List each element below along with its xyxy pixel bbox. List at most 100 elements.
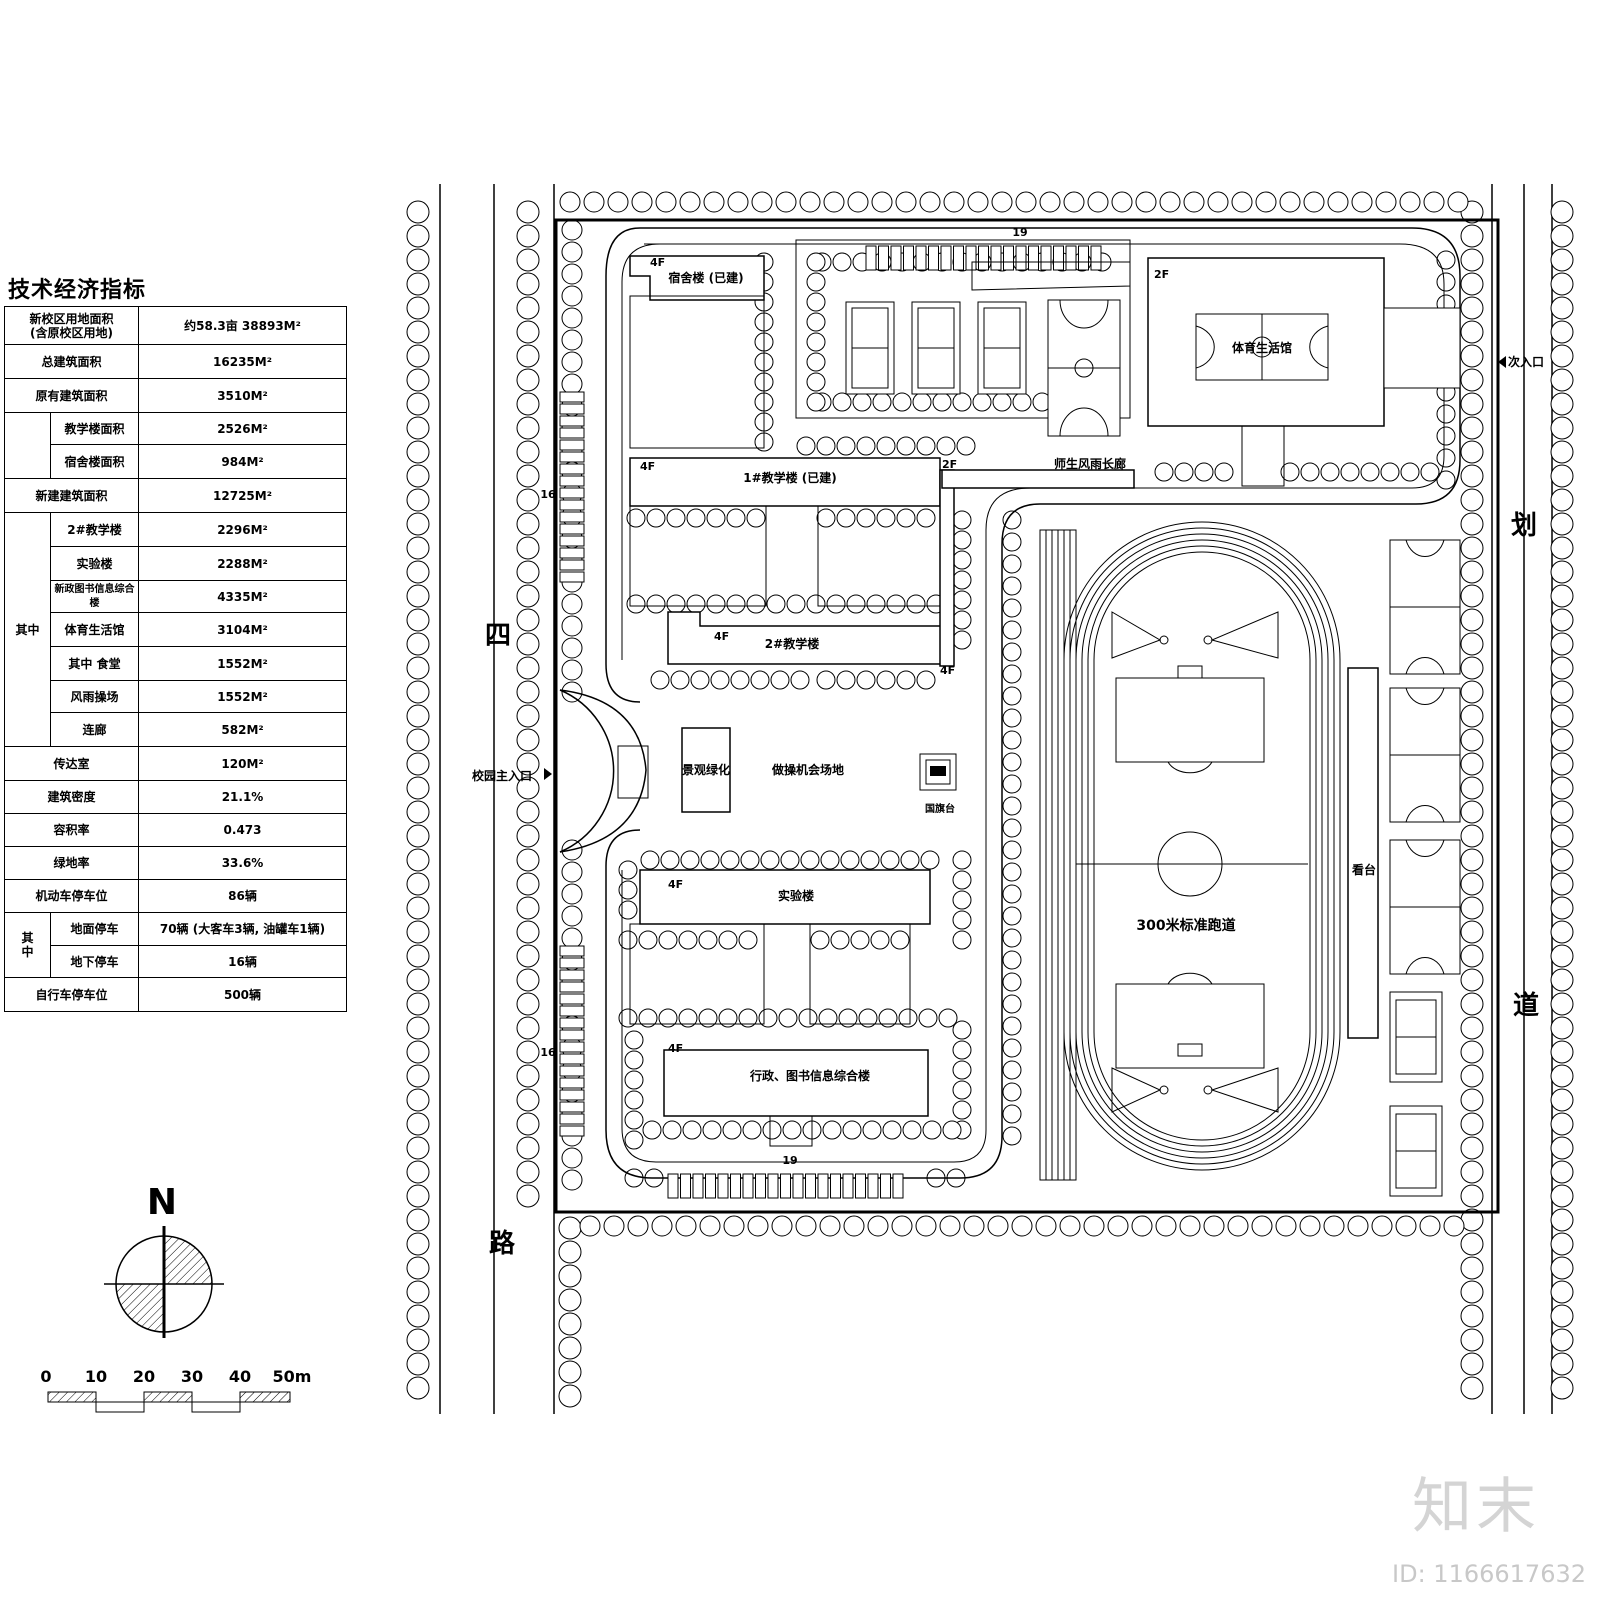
tree-icon: [1460, 800, 1484, 824]
tree-icon: [1155, 1215, 1177, 1237]
tree-icon: [1550, 368, 1574, 392]
tree-icon: [1011, 1215, 1033, 1237]
tree-icon: [624, 1110, 644, 1130]
dorm-label: 宿舍楼 (已建): [668, 270, 743, 285]
parking-stall: [559, 1017, 585, 1029]
tree-icon: [1351, 191, 1373, 213]
parking-stall: [805, 1173, 816, 1199]
tree-icon: [561, 861, 583, 883]
parking-stall: [892, 1173, 904, 1199]
tree-icon: [1550, 824, 1574, 848]
tree-icon: [686, 508, 706, 528]
parking-stall: [1028, 245, 1039, 271]
row-value: 16235M²: [138, 344, 348, 379]
tree-icon: [624, 1130, 644, 1150]
tree-icon: [558, 1240, 582, 1264]
admin-building: [663, 1049, 929, 1147]
tree-icon: [882, 1120, 902, 1140]
tree-icon: [662, 1120, 682, 1140]
parking-stall: [559, 1113, 585, 1125]
tree-icon: [682, 1120, 702, 1140]
tree-icon: [406, 968, 430, 992]
tree-icon: [618, 930, 638, 950]
tree-icon: [898, 1008, 918, 1028]
tree-icon: [516, 608, 540, 632]
tree-icon: [1111, 191, 1133, 213]
parking-stall: [903, 245, 914, 271]
tree-icon: [806, 252, 826, 272]
tree-icon: [1550, 320, 1574, 344]
tree-icon: [1550, 392, 1574, 416]
parking-stall: [680, 1173, 691, 1199]
tree-icon: [406, 464, 430, 488]
tree-icon: [1436, 272, 1456, 292]
parking-stall: [867, 1173, 879, 1199]
track-label: 300米标准跑道: [1136, 917, 1235, 934]
tree-icon: [820, 850, 840, 870]
row-label: 风雨操场: [49, 680, 140, 713]
parking-count: 16: [540, 488, 556, 501]
tree-icon: [1460, 368, 1484, 392]
tree-icon: [1550, 1040, 1574, 1064]
gym-label: 体育生活馆: [1232, 340, 1292, 355]
tree-icon: [406, 224, 430, 248]
tree-icon: [1002, 1104, 1022, 1124]
parking-stall: [855, 1173, 866, 1199]
parking-stall: [1078, 245, 1089, 271]
tree-icon: [516, 584, 540, 608]
tree-icon: [842, 1120, 862, 1140]
parking-stall: [559, 571, 585, 583]
tree-icon: [1550, 200, 1574, 224]
tree-icon: [1087, 191, 1109, 213]
tree-icon: [516, 464, 540, 488]
tree-icon: [1159, 191, 1181, 213]
tree-icon: [987, 1215, 1009, 1237]
gatehouse: [617, 745, 649, 799]
parking-stall: [559, 1077, 585, 1089]
tree-icon: [963, 1215, 985, 1237]
tree-icon: [1002, 1038, 1022, 1058]
tree-icon: [406, 1160, 430, 1184]
tree-icon: [698, 1008, 718, 1028]
tree-icon: [1460, 320, 1484, 344]
tree-icon: [726, 594, 746, 614]
parking-stall: [559, 391, 585, 403]
tree-icon: [1460, 560, 1484, 584]
tree-icon: [1015, 191, 1037, 213]
tree-icon: [406, 560, 430, 584]
tree-icon: [1436, 250, 1456, 270]
tree-icon: [952, 850, 972, 870]
tree-icon: [790, 670, 810, 690]
tree-icon: [1550, 584, 1574, 608]
tree-icon: [516, 632, 540, 656]
watermark-id: ID: 1166617632: [1392, 1560, 1586, 1588]
tree-icon: [738, 930, 758, 950]
parking-stall: [559, 1089, 585, 1101]
tree-icon: [516, 1160, 540, 1184]
tree-icon: [1460, 1376, 1484, 1400]
tree-icon: [561, 883, 583, 905]
lab-building: [629, 869, 931, 1025]
tree-icon: [406, 728, 430, 752]
grandstand-label: 看台: [1352, 862, 1376, 877]
parking-stalls: [559, 245, 1102, 1199]
scale-bar: [47, 1391, 291, 1413]
tree-icon: [561, 593, 583, 615]
tree-icon: [1002, 598, 1022, 618]
scale-tick: 10: [85, 1367, 107, 1386]
row-value: 3104M²: [138, 612, 348, 647]
tree-icon: [816, 508, 836, 528]
floor-label: 4F: [640, 460, 655, 473]
tree-icon: [922, 1120, 942, 1140]
tree-icon: [1251, 1215, 1273, 1237]
tree-icon: [856, 508, 876, 528]
tree-icon: [516, 368, 540, 392]
tree-icon: [516, 1016, 540, 1040]
tree-icon: [516, 536, 540, 560]
compass-north-label: N: [147, 1182, 177, 1223]
tree-icon: [1550, 416, 1574, 440]
tree-icon: [806, 292, 826, 312]
parking-stall: [730, 1173, 741, 1199]
tree-icon: [832, 252, 852, 272]
